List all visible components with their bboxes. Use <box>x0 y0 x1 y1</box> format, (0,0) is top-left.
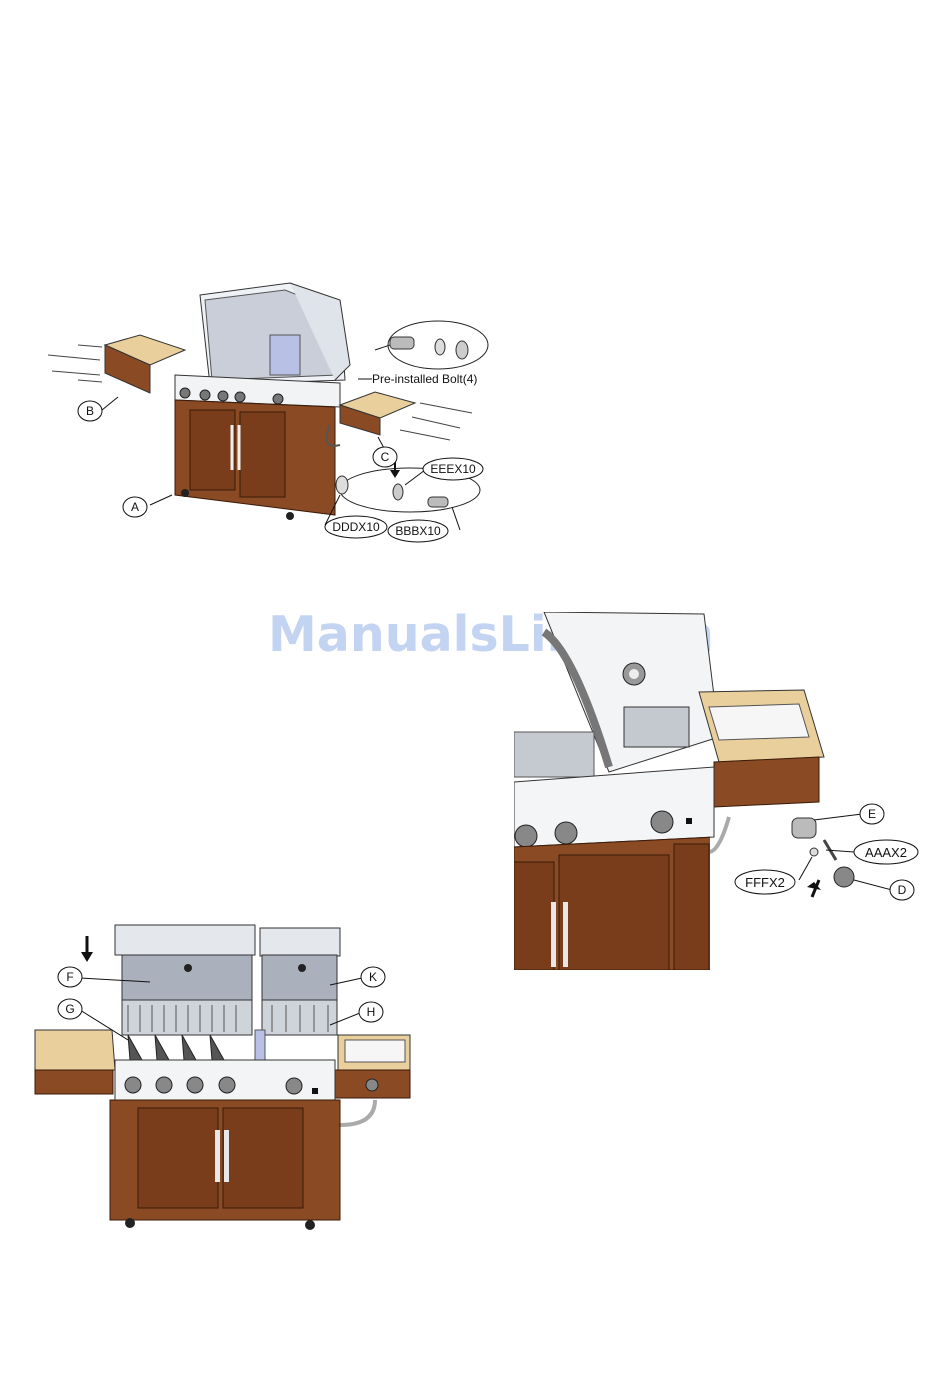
label-c: C <box>381 450 390 464</box>
label-ddd: DDDX10 <box>332 520 380 534</box>
label-a: A <box>131 500 139 514</box>
label-bbb: BBBX10 <box>395 524 441 538</box>
figure-grill-interior: F G K H <box>30 920 420 1240</box>
label-b: B <box>86 404 94 418</box>
label-d: D <box>898 883 907 897</box>
label-e: E <box>868 807 876 821</box>
label-aaa: AAAX2 <box>865 845 907 860</box>
label-f: F <box>66 970 73 984</box>
label-k: K <box>369 970 377 984</box>
figure-knob-detail: E AAAX2 FFFX2 D <box>514 612 924 972</box>
label-preinstalled-bolt: Pre-installed Bolt(4) <box>372 372 477 386</box>
label-h: H <box>367 1005 376 1019</box>
label-g: G <box>65 1002 74 1016</box>
label-fff: FFFX2 <box>745 875 785 890</box>
figure-side-shelf-assembly: B A C Pre-installed Bolt(4) EEEX10 DDDX1… <box>40 275 540 550</box>
label-eee: EEEX10 <box>430 462 476 476</box>
